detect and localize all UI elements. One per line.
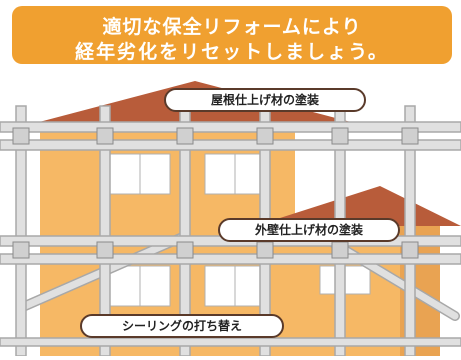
headline-line-1: 適切な保全リフォームにより (102, 16, 362, 38)
window-upper-right (204, 153, 266, 195)
headline-banner: 適切な保全リフォームにより 経年劣化をリセットしましょう。 (12, 6, 452, 64)
callout-roof-coating: 屋根仕上げ材の塗装 (164, 88, 366, 112)
callout-sealing-replacement: シーリングの打ち替え (80, 314, 284, 338)
window-upper-left (109, 153, 171, 195)
window-lower-left (109, 265, 171, 307)
callout-wall-coating: 外壁仕上げ材の塗装 (218, 218, 400, 242)
scaffold-clamps (12, 127, 419, 259)
window-lower-right (204, 265, 266, 307)
house-scaffold-illustration: 屋根仕上げ材の塗装 外壁仕上げ材の塗装 シーリングの打ち替え (0, 76, 461, 357)
headline-line-2: 経年劣化をリセットしましょう。 (75, 41, 389, 63)
